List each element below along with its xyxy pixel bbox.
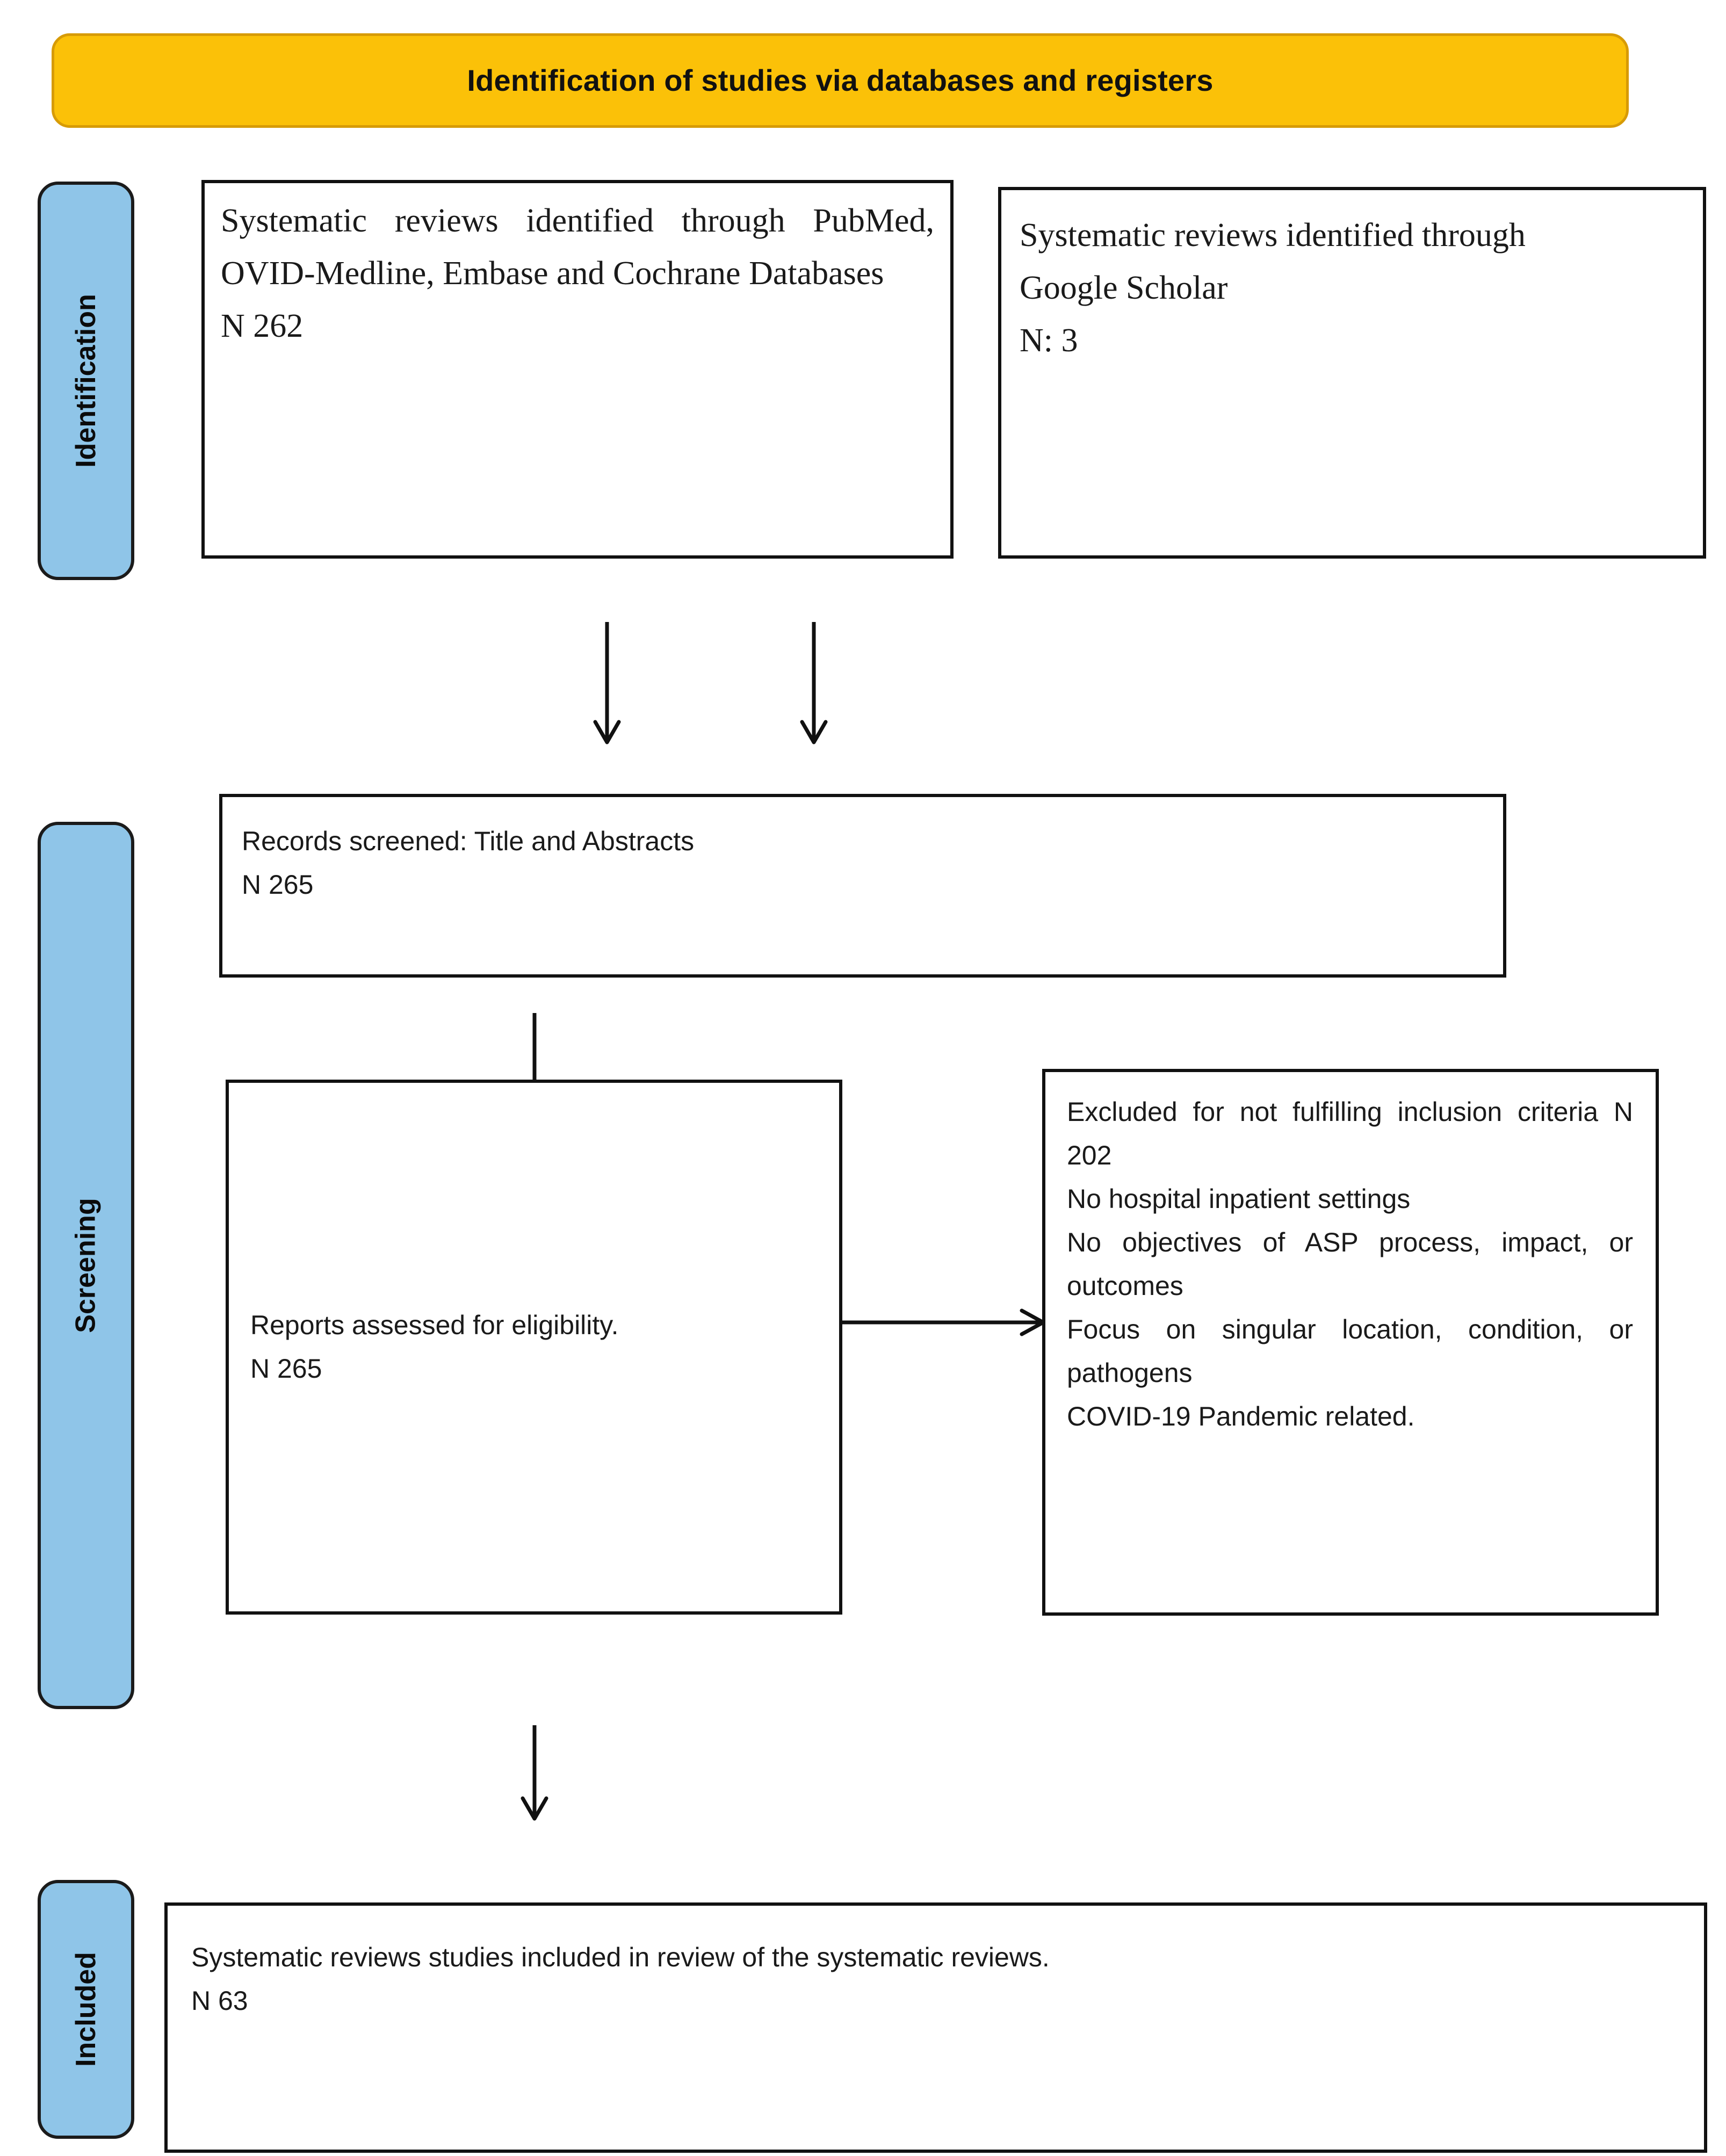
records-screened-text: Records screened: Title and Abstracts [242,826,695,856]
reports-assessed-count: N 265 [250,1354,322,1384]
stage-pill-identification: Identification [38,182,134,580]
arrow-reports-assessed-to-included [518,1725,551,1822]
excluded-reason-criteria: Excluded for not fulfilling inclusion cr… [1067,1097,1633,1170]
stage-pill-screening: Screening [38,822,134,1709]
stage-label-identification: Identification [70,294,102,468]
arrow-databases-to-records-screened [591,622,623,746]
excluded-reason-focus: Focus on singular location, condition, o… [1067,1314,1633,1388]
arrow-registers-to-records-screened [798,622,830,746]
box-records-identified-registers: Systematic reviews identified through Go… [998,187,1706,559]
page-title: Identification of studies via databases … [467,63,1214,98]
included-studies-text: Systematic reviews studies included in r… [191,1942,1050,1972]
excluded-reason-covid: COVID-19 Pandemic related. [1067,1401,1415,1431]
google-scholar-line1: Systematic reviews identified through [1020,217,1526,254]
google-scholar-count: N: 3 [1020,322,1078,359]
databases-count: N 262 [221,307,304,344]
stage-pill-included: Included [38,1880,134,2139]
stage-label-included: Included [70,1952,102,2067]
records-screened-count: N 265 [242,870,314,900]
box-studies-included-in-review: Systematic reviews studies included in r… [164,1902,1707,2153]
box-records-screened: Records screened: Title and Abstracts N … [219,794,1506,978]
google-scholar-line2: Google Scholar [1020,269,1228,306]
excluded-reason-setting: No hospital inpatient settings [1067,1184,1411,1214]
arrow-reports-assessed-to-excluded [842,1306,1046,1339]
included-studies-count: N 63 [191,1986,248,2016]
stage-label-screening: Screening [70,1198,102,1333]
excluded-reason-objectives: No objectives of ASP process, impact, or… [1067,1227,1633,1301]
databases-text: Systematic reviews identified through Pu… [221,202,934,292]
box-reports-assessed-for-eligibility: Reports assessed for eligibility. N 265 [226,1080,842,1615]
header-banner: Identification of studies via databases … [52,33,1629,128]
box-records-identified-databases: Systematic reviews identified through Pu… [201,180,954,559]
box-reports-excluded: Excluded for not fulfilling inclusion cr… [1042,1069,1659,1616]
reports-assessed-text: Reports assessed for eligibility. [250,1310,619,1340]
